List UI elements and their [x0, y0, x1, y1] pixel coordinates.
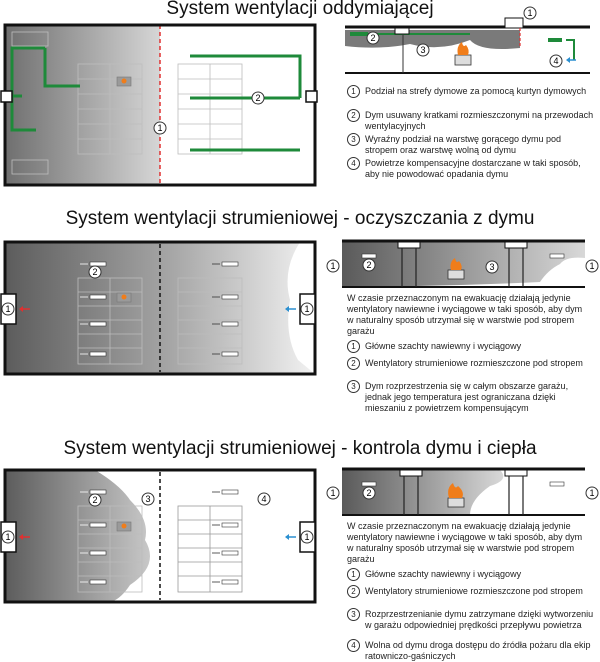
- marker-1-s2-view-left: 1: [326, 259, 340, 273]
- marker-1-s1-plan: 1: [153, 121, 167, 135]
- section3-plan: [0, 468, 317, 604]
- section1-plan: [0, 23, 318, 187]
- svg-text:2: 2: [366, 260, 371, 270]
- section2-title: System wentylacji strumieniowej - oczysz…: [65, 208, 535, 229]
- section2-plan: [0, 240, 317, 376]
- svg-text:2: 2: [92, 267, 97, 277]
- marker-1-s3-left: 1: [1, 530, 15, 544]
- svg-text:3: 3: [489, 262, 494, 272]
- svg-text:1: 1: [157, 123, 162, 133]
- svg-text:1: 1: [330, 488, 335, 498]
- svg-text:2: 2: [370, 33, 375, 43]
- marker-2-s3-plan: 2: [88, 493, 102, 507]
- svg-text:1: 1: [589, 261, 594, 271]
- marker-2-s1-plan: 2: [251, 91, 265, 105]
- marker-1-s3-view-left: 1: [326, 486, 340, 500]
- marker-3-s2-view: 3: [485, 260, 499, 274]
- marker-2-s2-plan: 2: [88, 265, 102, 279]
- marker-2-s2-view: 2: [362, 258, 376, 272]
- svg-text:1: 1: [330, 261, 335, 271]
- svg-text:2: 2: [366, 488, 371, 498]
- svg-text:2: 2: [92, 495, 97, 505]
- section3-section-view: [342, 467, 585, 516]
- section1-title: System wentylacji oddymiającej: [166, 0, 434, 19]
- marker-1-s2-right: 1: [300, 302, 314, 316]
- svg-text:1: 1: [304, 304, 309, 314]
- svg-text:3: 3: [420, 45, 425, 55]
- marker-1-s3-right: 1: [300, 530, 314, 544]
- svg-text:4: 4: [553, 56, 558, 66]
- marker-4-s3-plan: 4: [257, 492, 271, 506]
- marker-1-s3-view-right: 1: [585, 486, 599, 500]
- marker-3-s1-view: 3: [416, 43, 430, 57]
- section1-section-view: [345, 17, 590, 74]
- marker-2-s3-view: 2: [362, 486, 376, 500]
- marker-3-s3-plan: 3: [141, 492, 155, 506]
- marker-2-s1-view: 2: [366, 31, 380, 45]
- svg-text:1: 1: [589, 488, 594, 498]
- marker-1-s2-view-right: 1: [585, 259, 599, 273]
- svg-text:1: 1: [304, 532, 309, 542]
- marker-1-s2-left: 1: [1, 302, 15, 316]
- svg-text:1: 1: [527, 8, 532, 18]
- marker-4-s1-view: 4: [549, 54, 563, 68]
- svg-text:4: 4: [261, 494, 266, 504]
- svg-text:1: 1: [5, 304, 10, 314]
- markers: 1 2 1 2 3 4 2 1 1 1 1 2 3 2 3 4 1 1 1 1 …: [1, 6, 599, 544]
- svg-text:1: 1: [5, 532, 10, 542]
- section3-description: W czasie przeznaczonym na ewakuację dzia…: [347, 521, 583, 564]
- svg-text:3: 3: [145, 494, 150, 504]
- svg-text:2: 2: [255, 93, 260, 103]
- section3-title: System wentylacji strumieniowej - kontro…: [63, 438, 537, 459]
- section2-section-view: [342, 239, 585, 288]
- section2-description: W czasie przeznaczonym na ewakuację dzia…: [347, 293, 583, 336]
- marker-1-s1-view: 1: [523, 6, 537, 20]
